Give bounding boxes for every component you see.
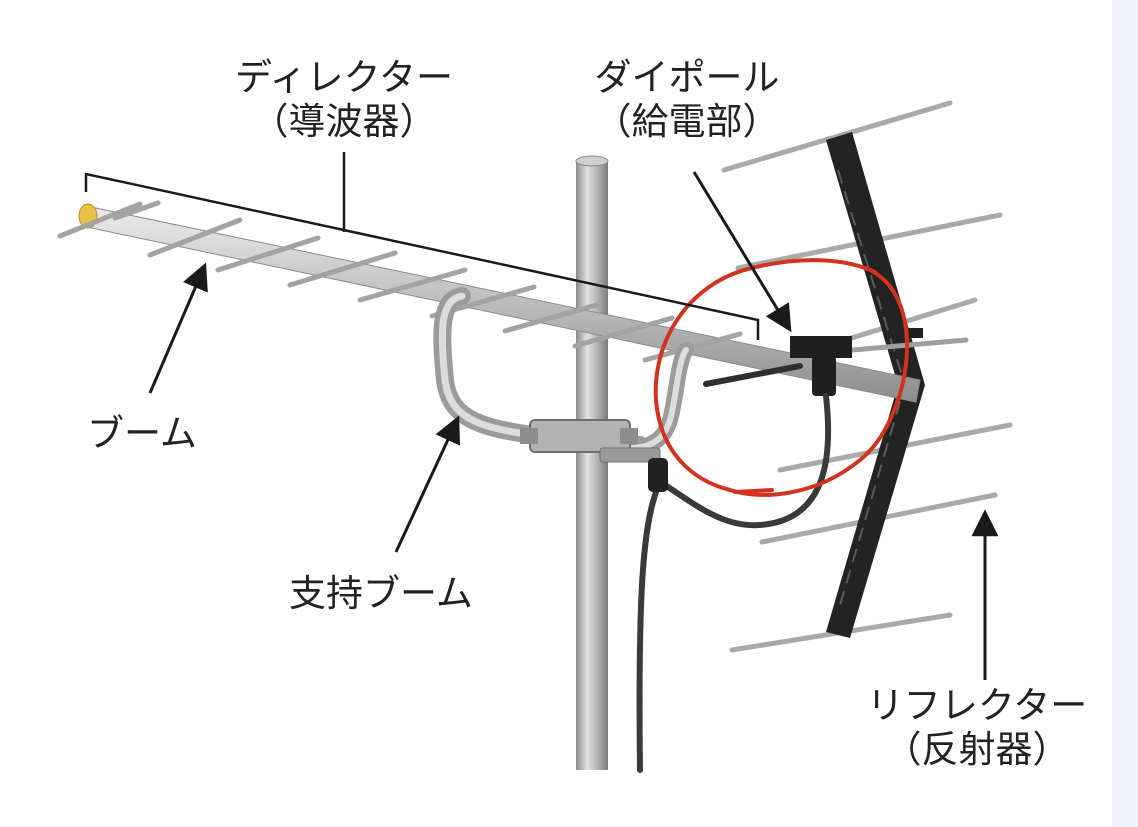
director-label: ディレクター （導波器） <box>208 56 480 144</box>
director-bracket <box>84 152 760 340</box>
support-boom-label-name: 支持ブーム <box>289 572 473 615</box>
mast-clamp <box>520 419 661 463</box>
reflector-label: リフレクター （反射器） <box>842 684 1112 772</box>
dipole-label: ダイポール （給電部） <box>572 56 802 144</box>
support-boom <box>433 287 694 456</box>
highlight-circle <box>653 258 909 497</box>
arrowhead-icon <box>394 415 461 553</box>
feed-cable <box>636 393 832 773</box>
reflector-elements <box>721 100 1013 653</box>
leader-arrows <box>148 171 999 680</box>
dipole-label-subtitle: （給電部） <box>594 100 780 143</box>
side-strip <box>1112 0 1138 827</box>
boom-label: ブーム <box>72 412 212 456</box>
director-elements <box>57 200 743 363</box>
reflector-label-subtitle: （反射器） <box>884 728 1070 771</box>
dipole-label-name: ダイポール <box>594 56 780 99</box>
director-label-name: ディレクター <box>235 56 453 99</box>
reflector-label-name: リフレクター <box>866 684 1088 727</box>
dipole-feed <box>703 328 969 396</box>
arrowhead-icon <box>148 262 208 394</box>
arrowhead-icon <box>692 171 792 333</box>
director-label-subtitle: （導波器） <box>251 100 437 143</box>
boom-label-name: ブーム <box>87 412 197 455</box>
yagi-antenna-illustration <box>57 100 1013 773</box>
support-boom-label: 支持ブーム <box>270 572 492 616</box>
mast <box>575 155 609 770</box>
